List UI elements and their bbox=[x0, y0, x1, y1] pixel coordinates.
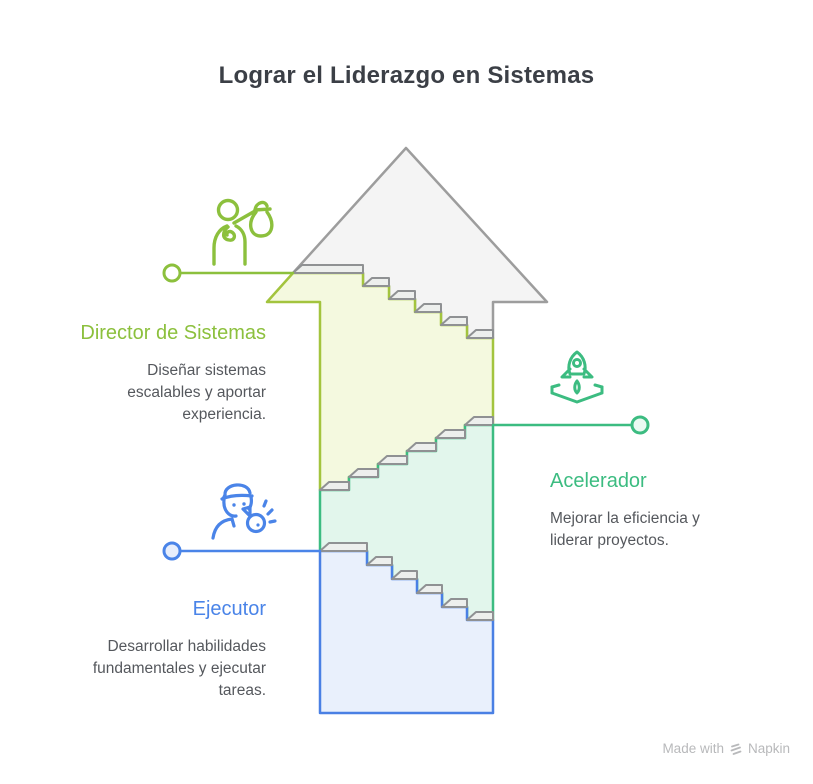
acelerador-text-block: Acelerador Mejorar la eficiencia y lider… bbox=[550, 468, 780, 552]
acelerador-description: Mejorar la eficiencia y liderar proyecto… bbox=[550, 510, 700, 549]
watermark-brand: Napkin bbox=[747, 741, 790, 756]
rocket-launch-icon bbox=[545, 346, 609, 404]
connector-dot-ejecutor bbox=[162, 541, 182, 561]
coach-whistle-icon bbox=[205, 474, 281, 540]
ejecutor-connector bbox=[162, 541, 322, 561]
ejecutor-text-block: Ejecutor Desarrollar habilidades fundame… bbox=[40, 596, 266, 702]
step-caps-top bbox=[292, 264, 494, 339]
napkin-logo-icon bbox=[729, 742, 743, 756]
ejecutor-label: Ejecutor bbox=[192, 598, 266, 620]
made-with-napkin-watermark[interactable]: Made with Napkin bbox=[662, 741, 790, 756]
director-label: Director de Sistemas bbox=[80, 322, 266, 344]
money-bag-person-icon bbox=[203, 196, 281, 268]
director-description: Diseñar sistemas escalables y aportar ex… bbox=[127, 362, 266, 423]
connector-dot-acelerador bbox=[630, 415, 650, 435]
ejecutor-description: Desarrollar habilidades fundamentales y … bbox=[92, 638, 266, 699]
director-text-block: Director de Sistemas Diseñar sistemas es… bbox=[40, 320, 266, 426]
acelerador-connector bbox=[491, 415, 650, 435]
watermark-prefix: Made with bbox=[662, 741, 724, 756]
diagram-title: Lograr el Liderazgo en Sistemas bbox=[218, 62, 595, 89]
director-connector bbox=[162, 263, 295, 283]
step-caps-bottom bbox=[319, 542, 494, 621]
connector-dot-director bbox=[162, 263, 182, 283]
step-caps-middle bbox=[319, 416, 494, 491]
acelerador-label: Acelerador bbox=[550, 470, 647, 492]
